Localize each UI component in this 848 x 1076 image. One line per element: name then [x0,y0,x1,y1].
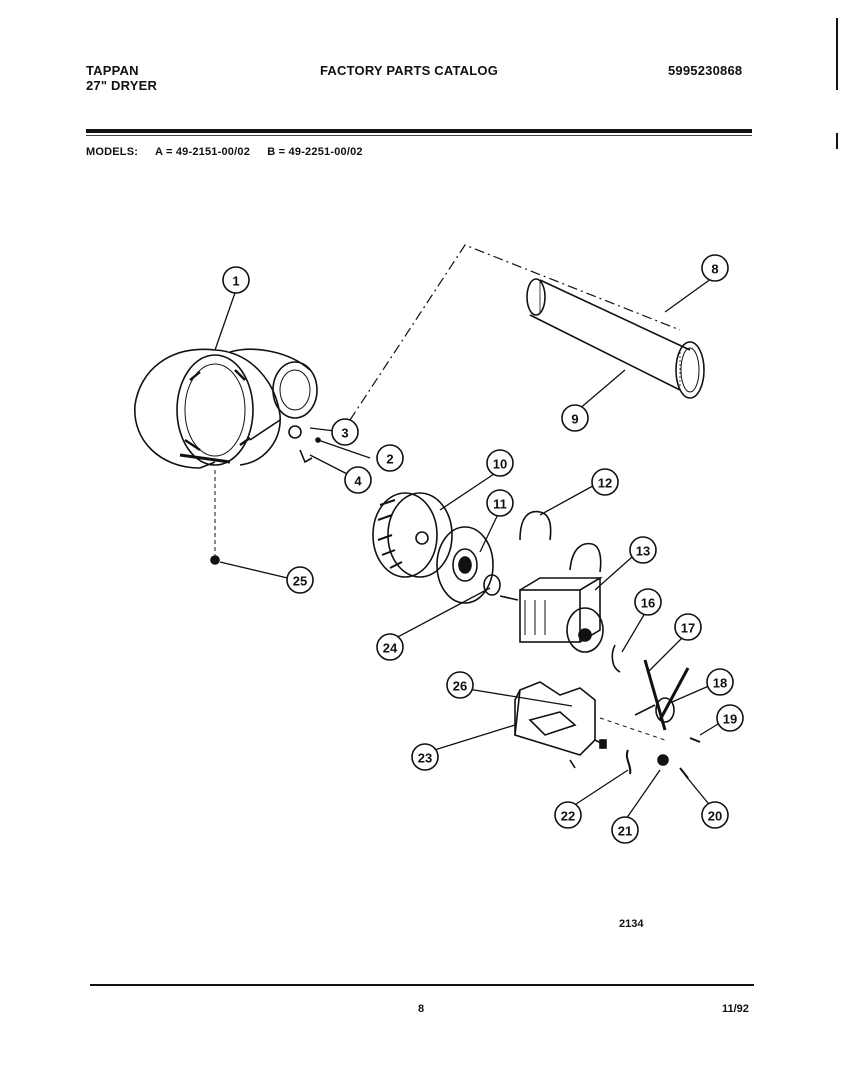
callout-label-16: 16 [641,596,655,611]
callout-20 [701,801,729,829]
callout-label-21: 21 [618,824,632,839]
callout-10 [486,449,514,477]
callout-label-1: 1 [232,274,239,289]
idler-pulley-drawing [655,697,675,723]
callout-3 [331,418,359,446]
revision-date: 11/92 [722,1003,749,1015]
callout-25 [286,566,314,594]
models-line: MODELS: A = 49-2151-00/02 B = 49-2251-00… [86,146,377,158]
motor-mount-drawing [514,681,607,769]
callout-label-17: 17 [681,621,695,636]
callout-12 [591,468,619,496]
callout-26 [446,671,474,699]
callout-label-24: 24 [383,641,398,656]
callout-9 [561,404,589,432]
callout-13 [629,536,657,564]
callout-21 [611,816,639,844]
brand-name: TAPPAN [86,63,139,78]
callout-8 [701,254,729,282]
idler-arm-drawing [643,659,667,731]
header-rule [86,129,752,133]
screw-drawing [689,737,701,743]
callout-label-13: 13 [636,544,650,559]
spring-clip-drawing [299,449,313,464]
callout-4 [344,466,372,494]
bearing-drawing [483,574,501,596]
callout-label-18: 18 [713,676,727,691]
callout-label-12: 12 [598,476,612,491]
catalog-number: 5995230868 [668,63,743,78]
callout-1 [222,266,250,294]
header-rule-thin [86,135,752,136]
seal-disk-drawing [436,526,494,604]
callout-19 [716,704,744,732]
callout-label-22: 22 [561,809,575,824]
callout-label-2: 2 [386,452,393,467]
callout-11 [486,489,514,517]
exhaust-duct-drawing [526,278,705,399]
catalog-title: FACTORY PARTS CATALOG [320,63,499,78]
callout-label-20: 20 [708,809,722,824]
callout-16 [634,588,662,616]
callout-23 [411,743,439,771]
callout-2 [376,444,404,472]
motor-strap-drawing [519,510,552,541]
blower-wheel-drawing [372,492,453,578]
callout-label-10: 10 [493,457,507,472]
callout-label-4: 4 [354,474,362,489]
callout-24 [376,633,404,661]
model-b: B = 49-2251-00/02 [267,146,363,158]
callout-18 [706,668,734,696]
callout-22 [554,801,582,829]
product-name: 27" DRYER [86,78,158,93]
callout-label-8: 8 [711,262,718,277]
drawing-code: 2134 [619,918,644,930]
motor-strap-drawing [569,542,602,573]
callout-label-25: 25 [293,574,307,589]
header-left: TAPPAN 27" DRYER [86,63,157,93]
scan-edge-mark [836,18,838,90]
idler-arm-drawing [658,667,690,721]
callout-label-23: 23 [418,751,432,766]
callout-17 [674,613,702,641]
models-label: MODELS: [86,146,139,158]
motor-drawing [499,576,604,653]
page-number: 8 [418,1003,425,1015]
callout-label-11: 11 [493,497,507,512]
spring-drawing [611,644,621,673]
clip-drawing [288,425,302,439]
model-a: A = 49-2151-00/02 [154,146,251,158]
blower-housing-drawing [134,348,318,469]
scan-edge-mark [836,133,838,149]
callout-label-19: 19 [723,712,737,727]
footer-rule [90,984,754,986]
callout-label-3: 3 [341,426,348,441]
callout-label-9: 9 [571,412,578,427]
callout-label-26: 26 [453,679,467,694]
